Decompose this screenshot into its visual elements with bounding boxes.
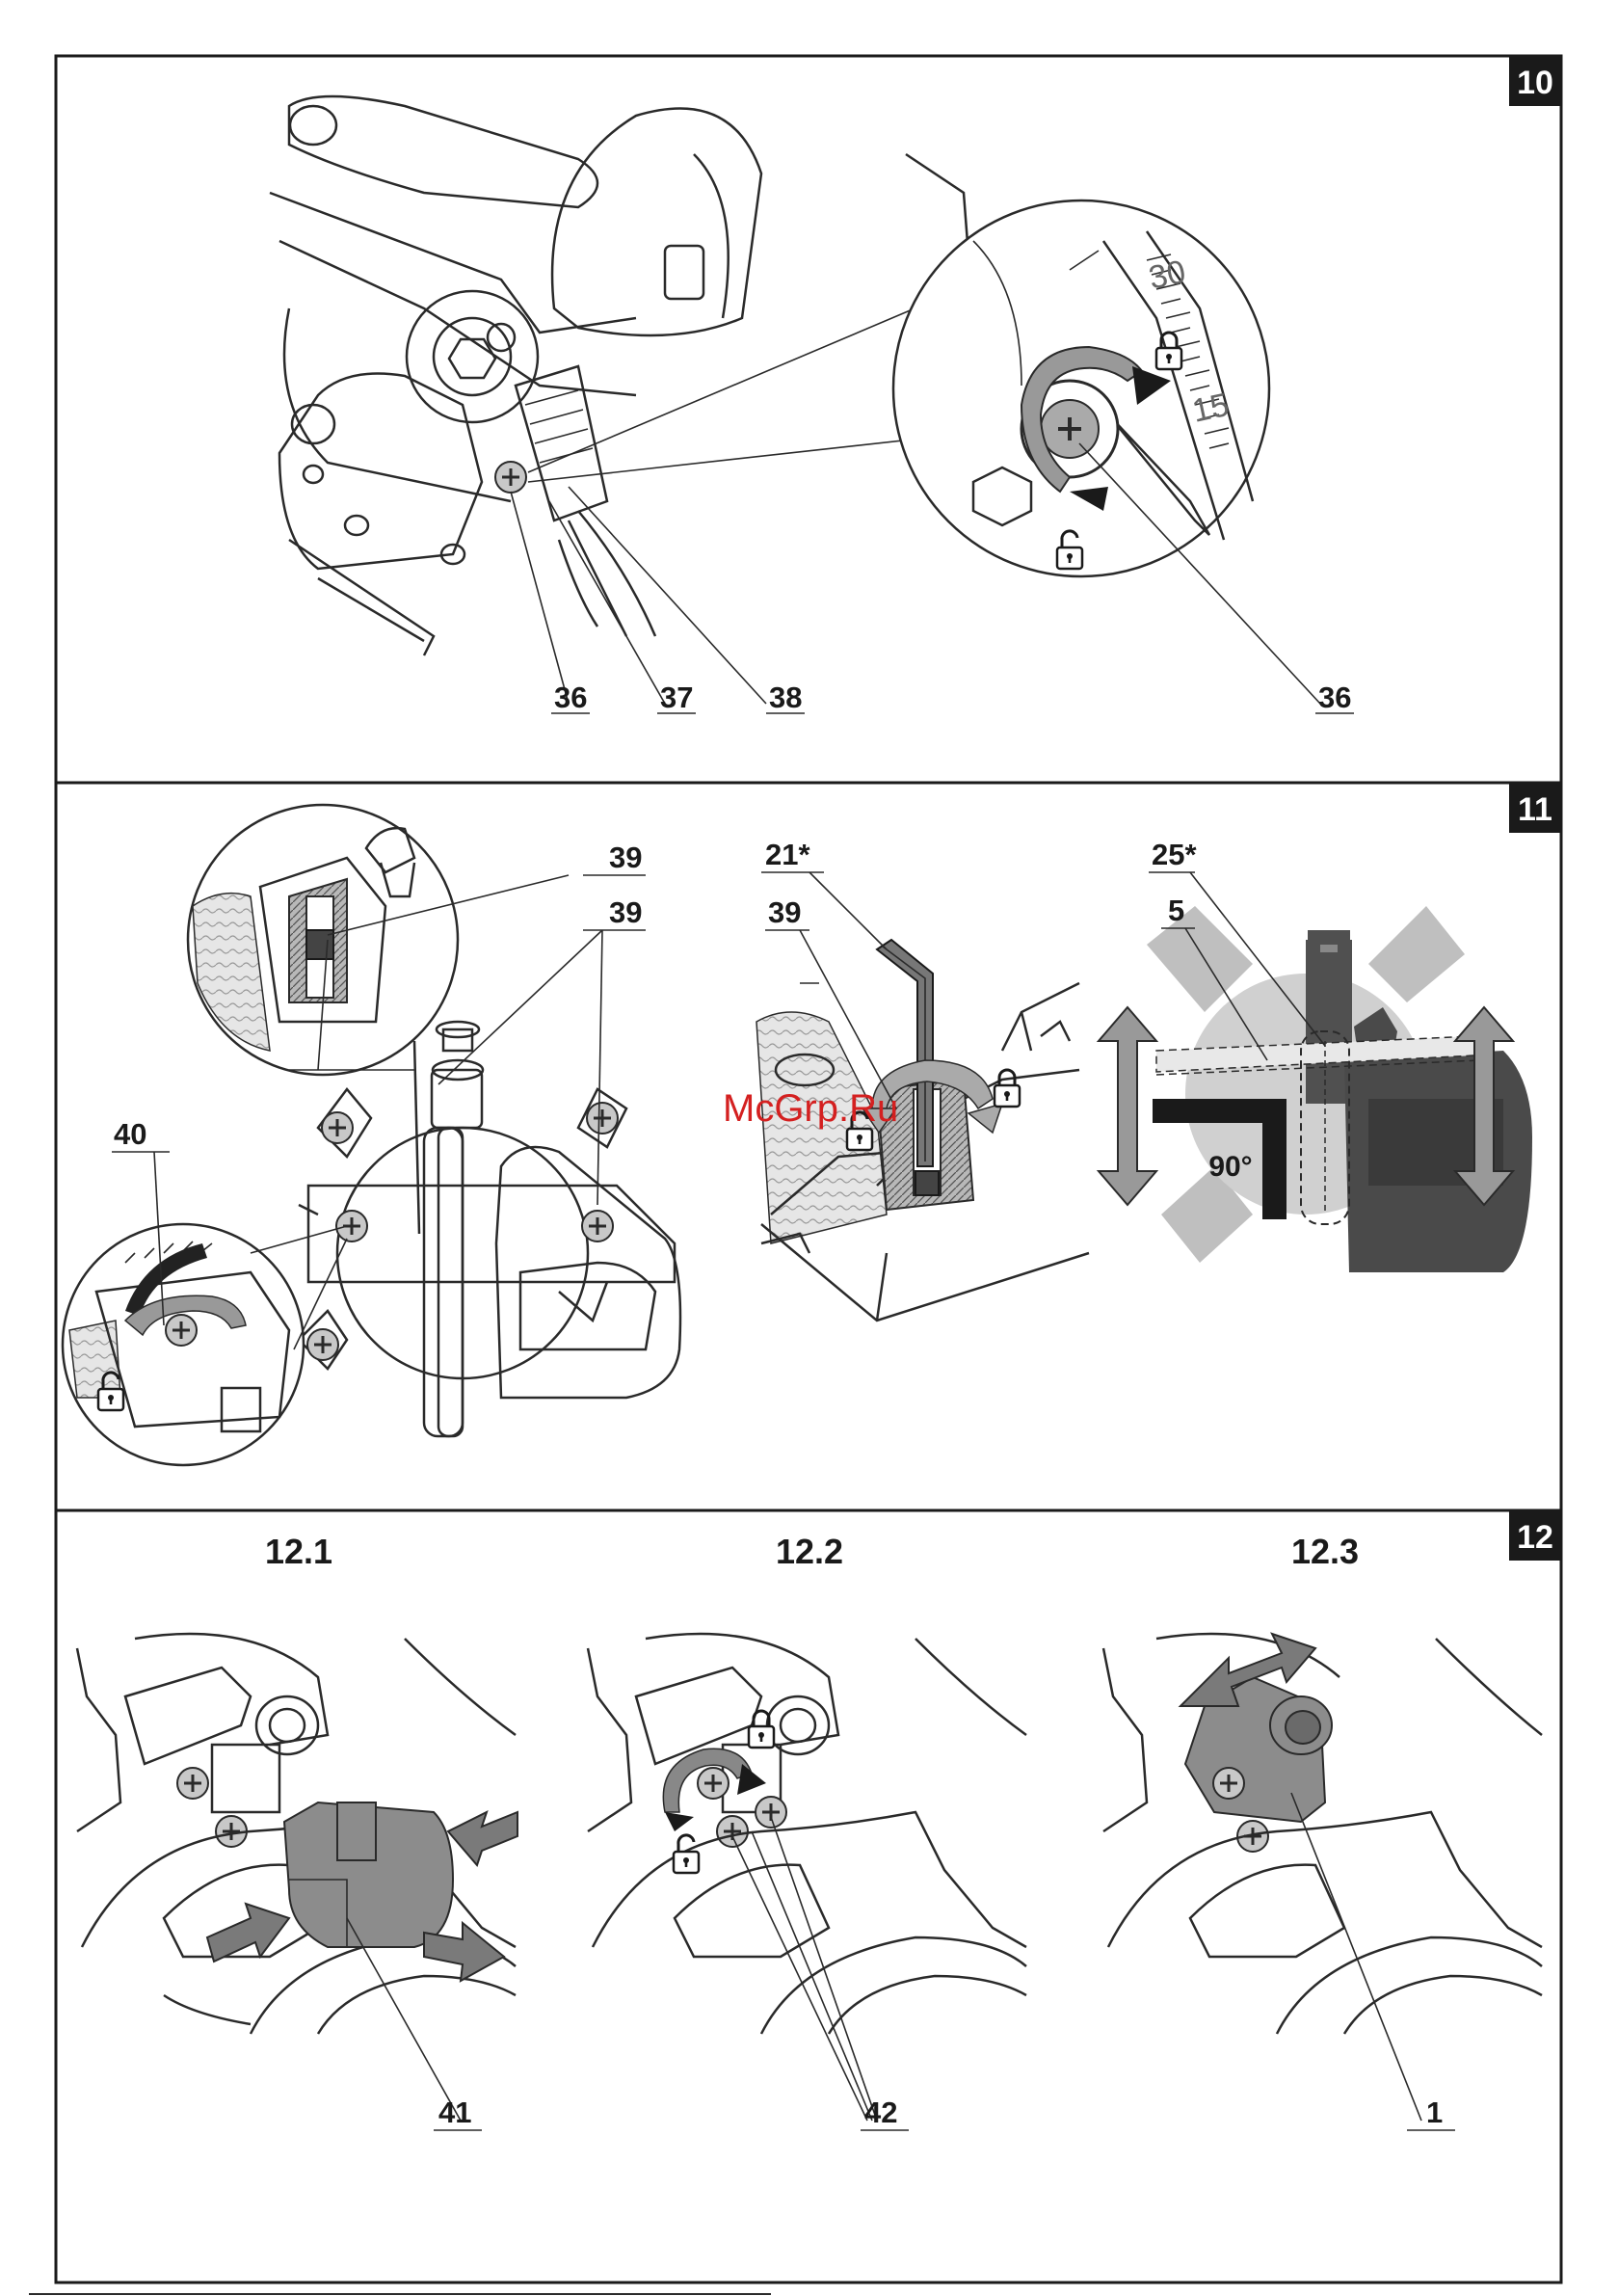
angle-label: 90°	[1208, 1151, 1252, 1183]
callout-39-c: 39	[768, 895, 801, 929]
lock-icon	[995, 1070, 1020, 1107]
badge-11: 11	[1509, 783, 1561, 833]
callout-25: 25*	[1152, 838, 1197, 871]
badge-12-label: 12	[1517, 1519, 1553, 1556]
panel-10-illustration	[270, 96, 983, 655]
callout-5: 5	[1168, 894, 1184, 927]
callout-38: 38	[769, 681, 802, 714]
badge-10-label: 10	[1517, 65, 1553, 101]
callout-36-detail: 36	[1318, 681, 1351, 714]
callout-37: 37	[660, 681, 693, 714]
panel-11-saw-topview	[299, 1022, 680, 1436]
detail-circle-11-top	[188, 805, 458, 1075]
subfigure-12-1	[77, 1634, 517, 2034]
callouts-12-3: 1	[1291, 1793, 1455, 2130]
unlock-icon	[674, 1835, 699, 1873]
subfigure-12-2-label: 12.2	[776, 1532, 843, 1571]
watermark: McGrp.Ru	[723, 1087, 898, 1130]
direction-arrow-icon	[1099, 1007, 1156, 1205]
callout-40: 40	[114, 1117, 146, 1151]
callout-42: 42	[864, 2096, 897, 2129]
callout-39-a: 39	[609, 841, 642, 874]
subfigure-12-2	[588, 1634, 1026, 2034]
callouts-12-2: 42	[732, 1817, 909, 2130]
callout-1: 1	[1426, 2096, 1443, 2129]
direction-arrow-icon	[448, 1812, 517, 1865]
detail-circle-11-bottom	[63, 1224, 347, 1465]
lock-icon	[749, 1711, 774, 1748]
callout-21: 21*	[765, 838, 810, 871]
badge-11-label: 11	[1518, 791, 1552, 828]
callout-39-b: 39	[609, 895, 642, 929]
scale-label-15: 15	[1189, 387, 1233, 430]
panel-11-square: 90°	[1099, 906, 1532, 1272]
subfigure-12-3	[1103, 1634, 1542, 2034]
badge-10: 10	[1509, 56, 1561, 106]
panel-11-hexkey	[756, 940, 1089, 1321]
subfigure-12-3-label: 12.3	[1291, 1532, 1359, 1571]
subfigure-12-1-label: 12.1	[265, 1532, 332, 1571]
scale-label-30: 30	[1146, 254, 1189, 297]
badge-12: 12	[1509, 1510, 1561, 1561]
callout-36: 36	[554, 681, 587, 714]
detail-circle-10: 30 15	[893, 200, 1269, 576]
callout-41: 41	[438, 2096, 471, 2129]
